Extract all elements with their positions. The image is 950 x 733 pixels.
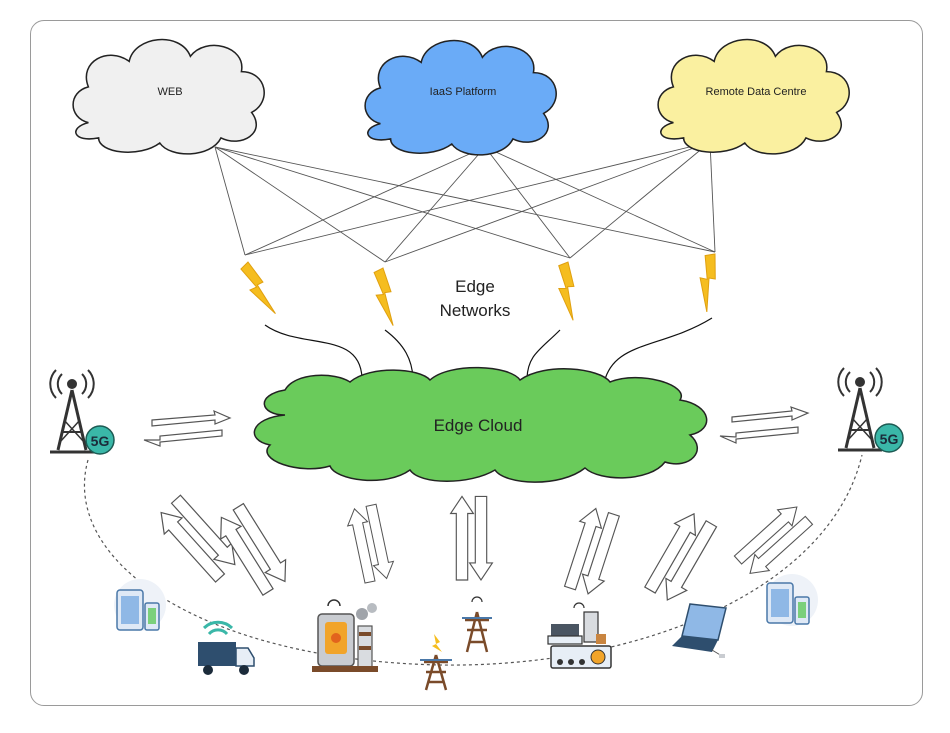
- power-pylon-antenna-icon: [462, 596, 492, 653]
- diagram-frame: [30, 20, 923, 706]
- left-exchange-arrows: [143, 409, 232, 447]
- edge-networks-label: Edge Networks: [439, 277, 511, 320]
- edge-cloud: [253, 366, 708, 483]
- device-arrows: [151, 490, 817, 607]
- network-links: [214, 141, 716, 263]
- edge-links: [264, 317, 713, 389]
- 5g-badge-icon: 5G: [85, 425, 115, 455]
- power-pylon-icon: [420, 634, 452, 691]
- lightning-icon: [545, 259, 588, 321]
- coverage-arc: [83, 454, 863, 666]
- 5g-badge-icon: 5G: [874, 423, 904, 453]
- robot-arm-machine-icon: [547, 602, 612, 669]
- tower-badge-label: 5G: [91, 433, 110, 449]
- phone-tablet-icon: [114, 579, 166, 631]
- edge-cloud-label: Edge Cloud: [433, 416, 523, 435]
- lightning-icon: [365, 266, 404, 327]
- lightning-icon: [681, 249, 734, 313]
- delivery-truck-icon: [198, 620, 255, 675]
- iaas-cloud-label: IaaS Platform: [429, 86, 497, 98]
- lightning-icon: [239, 258, 276, 319]
- tower-badge-label: 5G: [880, 431, 899, 447]
- remote-data-centre-label: Remote Data Centre: [705, 86, 807, 98]
- web-cloud-label: WEB: [157, 86, 183, 98]
- right-exchange-arrows: [719, 406, 810, 444]
- phone-tablet-icon: [766, 574, 818, 626]
- laptop-icon: [672, 603, 727, 658]
- factory-tank-icon: [312, 599, 378, 672]
